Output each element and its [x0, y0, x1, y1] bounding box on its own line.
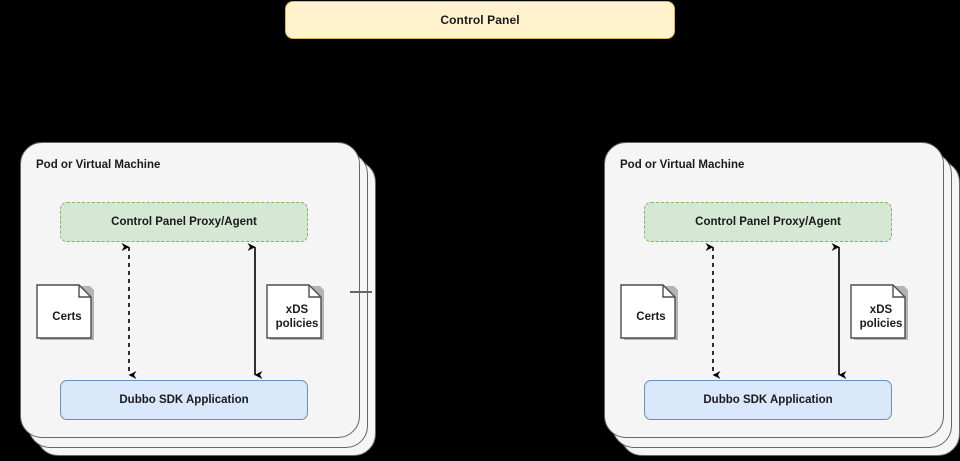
group-title-right: Pod or Virtual Machine [620, 159, 745, 171]
dubbo-sdk-application-label-right: Dubbo SDK Application [703, 394, 833, 406]
certs-document-icon-left: Certs [36, 284, 98, 346]
dubbo-sdk-application-label-left: Dubbo SDK Application [119, 394, 249, 406]
control-panel-proxy-label-left: Control Panel Proxy/Agent [111, 216, 257, 228]
xds-policies-document-icon-left: xDS policies [266, 284, 328, 346]
control-panel-proxy-label-right: Control Panel Proxy/Agent [695, 216, 841, 228]
group-left-pod-or-virtual-machine[interactable]: Pod or Virtual Machine Control Panel Pro… [14, 142, 382, 458]
control-panel-box[interactable]: Control Panel [285, 1, 675, 39]
dubbo-sdk-application-box-right[interactable]: Dubbo SDK Application [644, 380, 892, 420]
dubbo-sdk-application-box-left[interactable]: Dubbo SDK Application [60, 380, 308, 420]
control-panel-label: Control Panel [440, 13, 520, 27]
certs-document-icon-right: Certs [620, 284, 682, 346]
xds-policies-document-icon-right: xDS policies [850, 284, 912, 346]
group-link-connector [350, 291, 372, 293]
group-title-left: Pod or Virtual Machine [36, 159, 161, 171]
group-right-pod-or-virtual-machine[interactable]: Pod or Virtual Machine Control Panel Pro… [598, 142, 960, 458]
control-panel-proxy-box-right[interactable]: Control Panel Proxy/Agent [644, 202, 892, 242]
control-panel-proxy-box-left[interactable]: Control Panel Proxy/Agent [60, 202, 308, 242]
